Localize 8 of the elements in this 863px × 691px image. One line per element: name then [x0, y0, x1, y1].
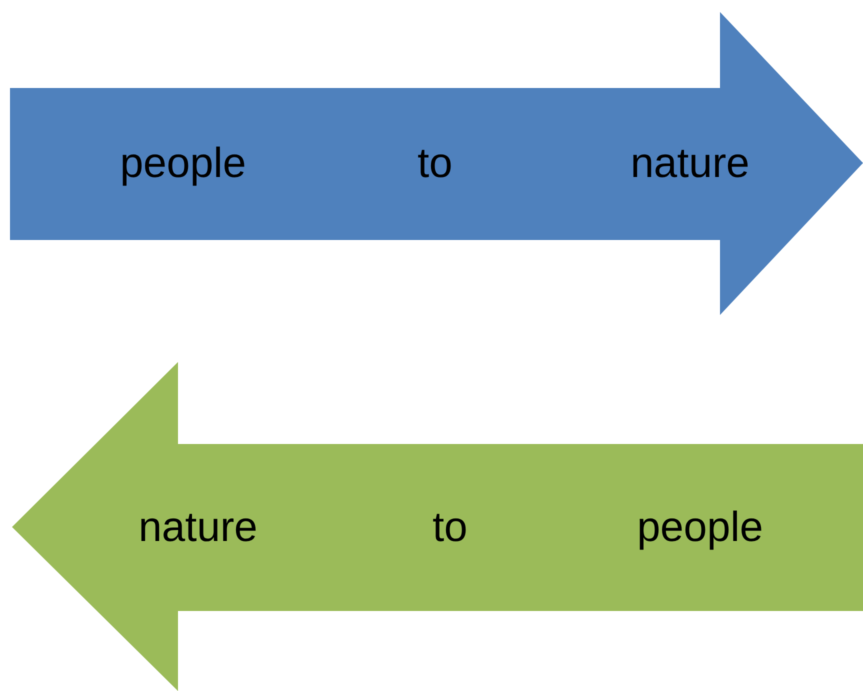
- arrow-label: to: [432, 506, 468, 548]
- arrow-label: nature: [138, 506, 258, 548]
- arrow-label: people: [636, 506, 764, 548]
- block-arrow: [10, 12, 863, 315]
- block-arrow: [12, 362, 863, 691]
- arrow-label: people: [120, 142, 246, 184]
- arrow-label: to: [417, 142, 453, 184]
- arrow-label: nature: [630, 142, 750, 184]
